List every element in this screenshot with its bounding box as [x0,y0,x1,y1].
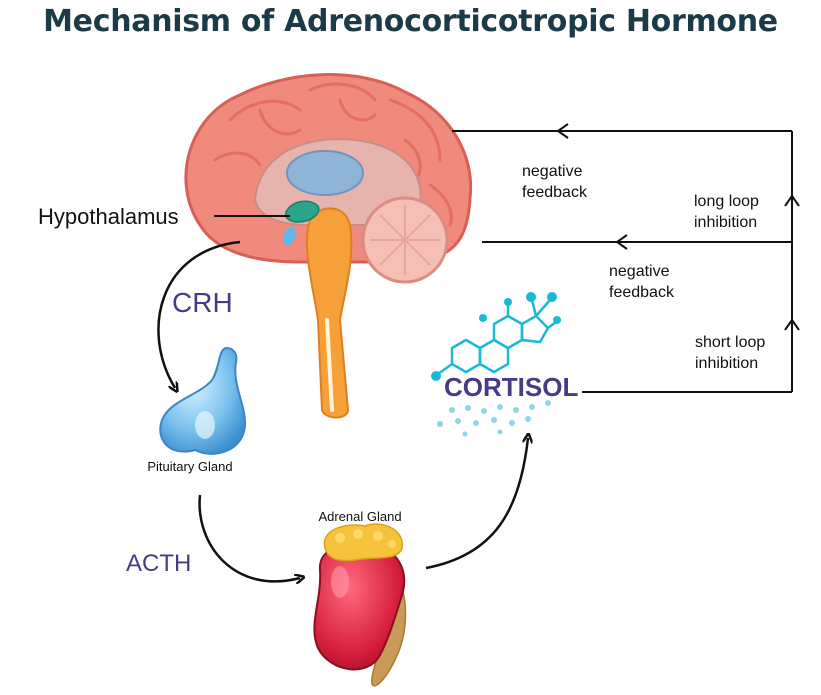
pituitary-label: Pituitary Gland [147,459,232,474]
cortisol-particles [437,400,551,437]
cortisol-label: CORTISOL [444,372,578,402]
feedback-loops [452,123,800,393]
crh-arrow [157,240,241,388]
acth-arrow [198,494,300,581]
adrenal-gland-illustration [313,523,407,687]
short-loop-line1: short loop [695,334,765,351]
cortisol-release-arrow [425,438,528,570]
hypothalamus-label: Hypothalamus [38,204,179,229]
pituitary-gland-illustration [159,346,247,455]
adrenal-label: Adrenal Gland [318,509,401,524]
upper-feedback-line1: negative [522,163,583,180]
cortisol-molecule-icon [437,299,557,376]
molecule-atoms [431,292,561,381]
crh-label: CRH [172,287,233,318]
page-title: Mechanism of Adrenocorticotropic Hormone [43,4,778,39]
long-loop-line2: inhibition [694,214,757,231]
acth-label: ACTH [126,550,191,577]
lower-feedback-line2: feedback [609,284,675,301]
short-loop-line2: inhibition [695,355,758,372]
lower-feedback-line1: negative [609,263,670,280]
upper-feedback-line2: feedback [522,184,588,201]
long-loop-line1: long loop [694,193,759,210]
